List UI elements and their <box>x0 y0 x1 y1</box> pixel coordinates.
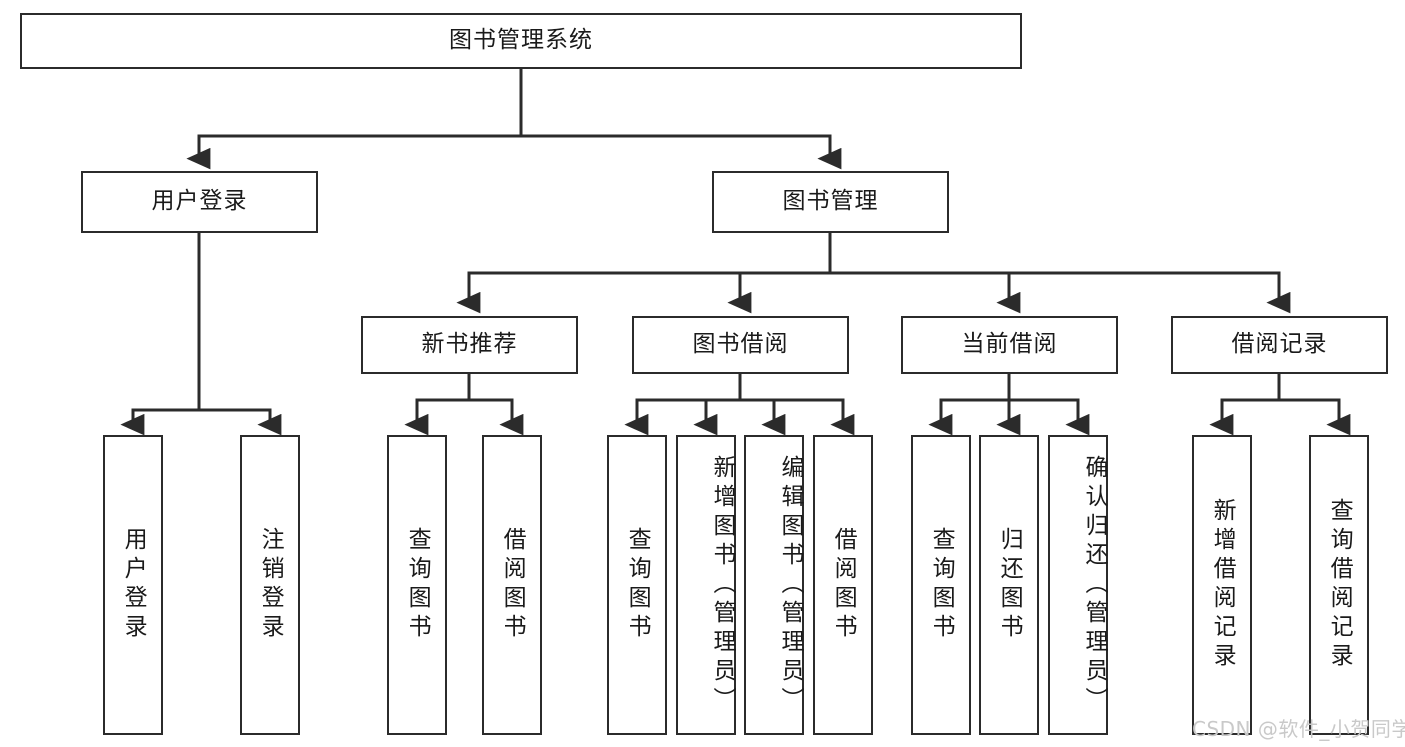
leaf-add-book-admin[interactable]: 新增图书（管理员） <box>676 435 736 735</box>
leaf-edit-book-admin[interactable]: 编辑图书（管理员） <box>744 435 804 735</box>
node-label: 新书推荐 <box>421 331 518 358</box>
node-label: 新增图书（管理员） <box>709 454 735 716</box>
leaf-query-borrow-record[interactable]: 查询借阅记录 <box>1309 435 1369 735</box>
leaf-borrow-book[interactable]: 借阅图书 <box>813 435 873 735</box>
node-root-book-management-system[interactable]: 图书管理系统 <box>20 13 1022 69</box>
node-label: 图书管理系统 <box>449 27 593 54</box>
node-new-book-recommendation[interactable]: 新书推荐 <box>361 316 578 374</box>
node-label: 查询借阅记录 <box>1326 498 1353 672</box>
node-label: 确认归还（管理员） <box>1081 454 1107 716</box>
node-borrow-record[interactable]: 借阅记录 <box>1171 316 1388 374</box>
node-label: 当前借阅 <box>961 331 1058 358</box>
node-label: 图书管理 <box>782 188 879 215</box>
node-label: 查询图书 <box>624 527 651 643</box>
leaf-add-borrow-record[interactable]: 新增借阅记录 <box>1192 435 1252 735</box>
leaf-return-book[interactable]: 归还图书 <box>979 435 1039 735</box>
leaf-confirm-return-admin[interactable]: 确认归还（管理员） <box>1048 435 1108 735</box>
node-label: 新增借阅记录 <box>1209 498 1236 672</box>
node-label: 借阅记录 <box>1231 331 1328 358</box>
node-book-management[interactable]: 图书管理 <box>712 171 949 233</box>
leaf-user-login[interactable]: 用户登录 <box>103 435 163 735</box>
node-current-borrow[interactable]: 当前借阅 <box>901 316 1118 374</box>
node-book-borrow[interactable]: 图书借阅 <box>632 316 849 374</box>
node-label: 借阅图书 <box>830 527 857 643</box>
leaf-query-book-recommend[interactable]: 查询图书 <box>387 435 447 735</box>
node-label: 借阅图书 <box>499 527 526 643</box>
node-label: 用户登录 <box>151 188 248 215</box>
node-label: 编辑图书（管理员） <box>777 454 803 716</box>
node-label: 注销登录 <box>257 527 284 643</box>
leaf-logout[interactable]: 注销登录 <box>240 435 300 735</box>
node-label: 查询图书 <box>928 527 955 643</box>
leaf-query-book-borrow[interactable]: 查询图书 <box>607 435 667 735</box>
leaf-borrow-book-recommend[interactable]: 借阅图书 <box>482 435 542 735</box>
csdn-watermark: CSDN @软件_小贺同学 <box>1192 717 1405 741</box>
node-label: 归还图书 <box>996 527 1023 643</box>
node-label: 用户登录 <box>120 527 147 643</box>
leaf-query-book-current[interactable]: 查询图书 <box>911 435 971 735</box>
node-label: 查询图书 <box>404 527 431 643</box>
node-user-login[interactable]: 用户登录 <box>81 171 318 233</box>
node-label: 图书借阅 <box>692 331 789 358</box>
